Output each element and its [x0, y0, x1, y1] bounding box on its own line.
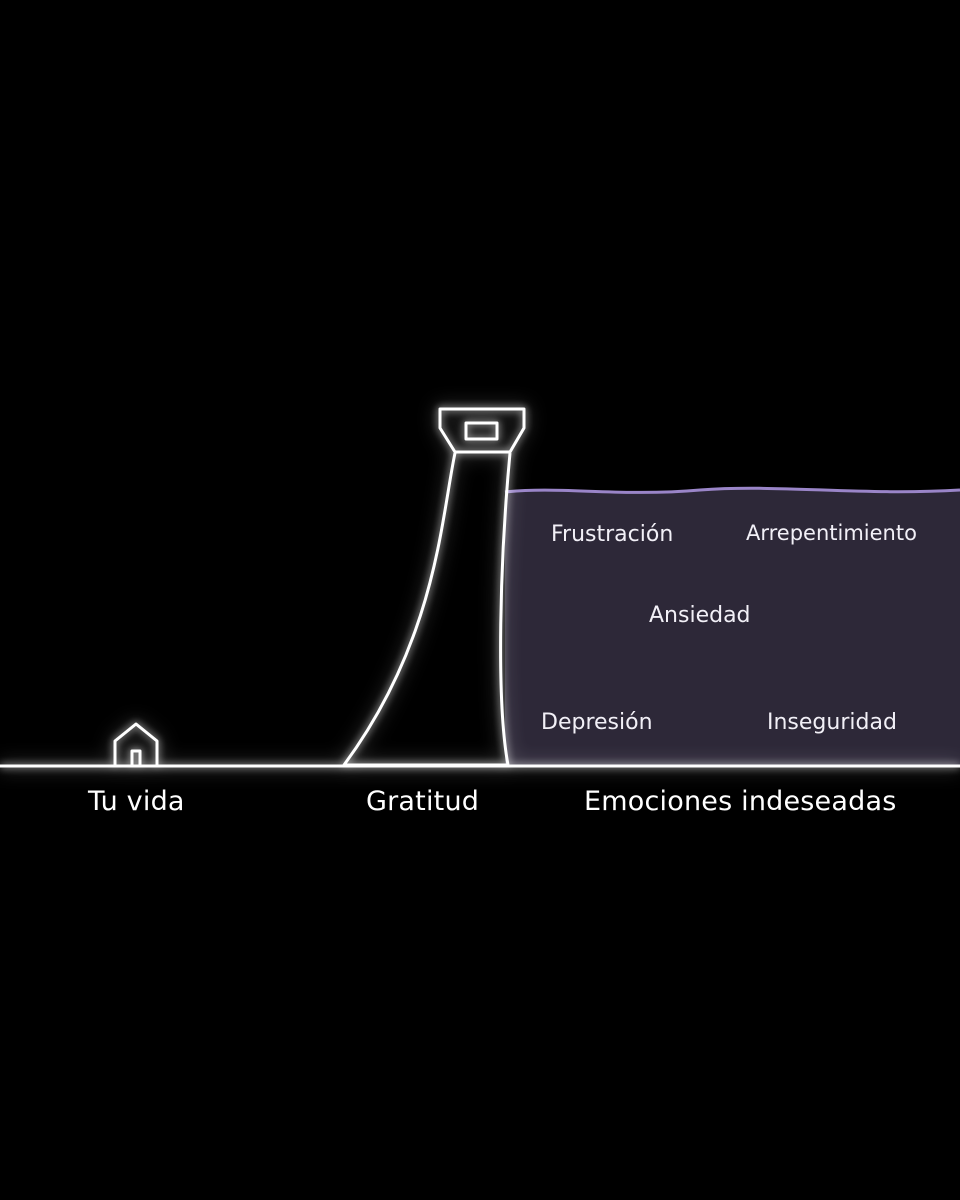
emotion-insecurity: Inseguridad	[767, 710, 897, 735]
label-life: Tu vida	[88, 786, 185, 817]
house-icon	[113, 722, 159, 765]
emotion-regret: Arrepentimiento	[746, 521, 917, 545]
label-gratitude: Gratitud	[366, 786, 480, 817]
emotion-depression: Depresión	[541, 710, 653, 735]
emotions-water	[505, 488, 960, 766]
label-unwanted-emotions: Emociones indeseadas	[584, 786, 897, 817]
emotion-anxiety: Ansiedad	[649, 603, 751, 628]
water-surface	[504, 486, 960, 494]
dam-tower-icon	[342, 407, 526, 767]
emotion-frustration: Frustración	[551, 522, 674, 547]
